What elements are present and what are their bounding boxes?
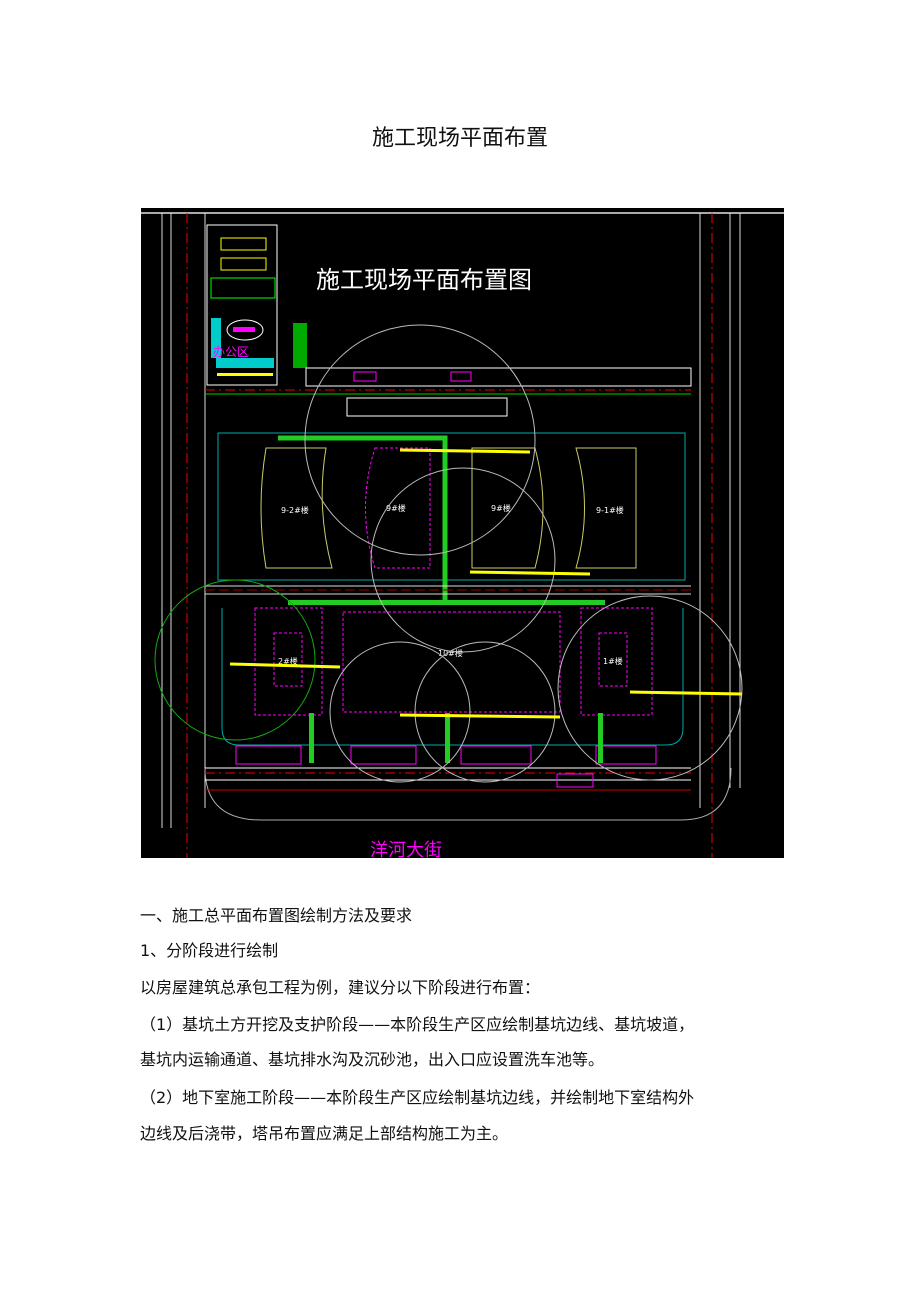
item1-line1: （1）基坑土方开挖及支护阶段——本阶段生产区应绘制基坑边线、基坑坡道，	[140, 1015, 695, 1034]
intro-paragraph: 以房屋建筑总承包工程为例，建议分以下阶段进行布置：	[140, 978, 541, 997]
street-label: 洋河大街	[370, 840, 442, 858]
office-area-label: 办公区	[213, 344, 249, 359]
item2-line1: （2）地下室施工阶段——本阶段生产区应绘制基坑边线，并绘制地下室结构外	[140, 1088, 695, 1107]
item1-line2: 基坑内运输通道、基坑排水沟及沉砂池，出入口应设置洗车池等。	[140, 1050, 605, 1069]
building-9b: 9#楼	[491, 503, 511, 513]
subheading: 1、分阶段进行绘制	[140, 941, 279, 960]
building-9-2: 9-2#楼	[281, 505, 309, 515]
drawing-title: 施工现场平面布置图	[316, 266, 532, 294]
building-2: 2#楼	[278, 656, 298, 666]
item2-line2: 边线及后浇带，塔吊布置应满足上部结构施工为主。	[140, 1124, 509, 1143]
building-9a: 9#楼	[386, 503, 406, 513]
document-title: 施工现场平面布置	[371, 126, 548, 151]
site-plan-drawing: 施工现场平面布置图 办公区 9-2#楼 9#楼 9#楼 9-1#楼 2#楼	[141, 208, 784, 861]
building-9-1: 9-1#楼	[596, 505, 624, 515]
section-heading: 一、施工总平面布置图绘制方法及要求	[140, 906, 413, 925]
building-10: 10#楼	[438, 648, 463, 658]
building-1: 1#楼	[603, 656, 623, 666]
